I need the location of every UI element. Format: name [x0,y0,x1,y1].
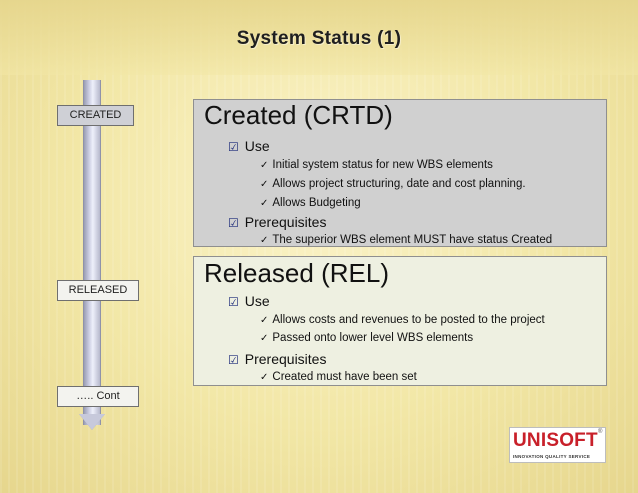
created-prereq-item: ✓The superior WBS element MUST have stat… [260,234,553,246]
checkmark-icon: ✓ [260,333,269,344]
checkbox-icon: ☑ [228,140,239,154]
logo-tagline: INNOVATION QUALITY SERVICE [513,454,591,459]
created-use-label: Use [244,138,270,154]
released-use-item: ✓Passed onto lower level WBS elements [260,332,474,344]
released-panel: Released (REL) ☑ Use ✓Allows costs and re… [193,256,607,386]
created-use-item: ✓Initial system status for new WBS eleme… [260,159,493,171]
released-prereq-section: ☑ Prerequisites [228,351,326,367]
checkmark-icon: ✓ [260,160,269,171]
timeline-bar [83,80,101,425]
stage-created-label: CREATED [57,105,134,126]
released-use-section: ☑ Use [228,293,270,309]
checkmark-icon: ✓ [260,198,269,209]
registered-mark: ® [598,429,603,435]
released-prereq-item: ✓Created must have been set [260,371,417,383]
checkmark-icon: ✓ [260,315,269,326]
timeline-arrow-icon [79,414,105,430]
created-heading: Created (CRTD) [204,100,393,130]
checkbox-icon: ☑ [228,295,239,309]
created-use-item: ✓Allows project structuring, date and co… [260,178,526,190]
created-prereq-label: Prerequisites [244,214,327,230]
stage-released-label: RELEASED [57,280,139,301]
released-use-label: Use [244,293,270,309]
logo-wordmark: UNISOFT [513,430,598,451]
checkmark-icon: ✓ [260,179,269,190]
title-band [0,0,638,75]
created-panel: Created (CRTD) ☑ Use ✓Initial system stat… [193,99,607,247]
created-prereq-section: ☑ Prerequisites [228,214,326,230]
checkbox-icon: ☑ [228,353,239,367]
released-use-item: ✓Allows costs and revenues to be posted … [260,314,545,326]
checkmark-icon: ✓ [260,372,269,383]
released-heading: Released (REL) [204,258,389,288]
created-use-section: ☑ Use [228,138,270,154]
stage-continue-label: ….. Cont [57,386,139,407]
created-use-item: ✓Allows Budgeting [260,197,361,209]
checkmark-icon: ✓ [260,235,269,246]
released-prereq-label: Prerequisites [244,351,327,367]
checkbox-icon: ☑ [228,216,239,230]
slide-title: System Status (1) [236,28,402,49]
unisoft-logo: UNISOFT ® INNOVATION QUALITY SERVICE [509,427,606,463]
